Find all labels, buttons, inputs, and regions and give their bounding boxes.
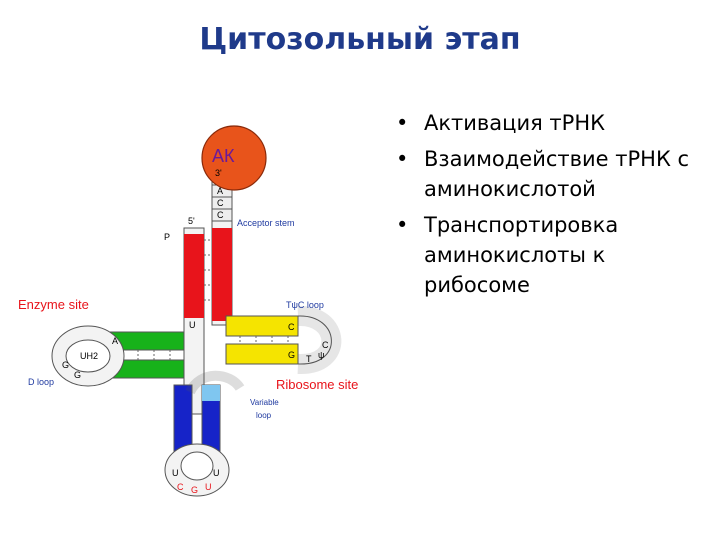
d-loop-label: D loop: [28, 377, 54, 387]
variable-loop-label: loop: [256, 411, 272, 420]
anticodon-base: U: [205, 482, 212, 492]
trna-diagram: АК 3' A C C 5' P Acceptor stem U C G T ψ…: [18, 125, 358, 497]
amino-acid-label: АК: [212, 146, 235, 166]
trna-body: [51, 174, 342, 497]
t-arm-top: [225, 315, 299, 337]
acceptor-cell: [211, 208, 233, 222]
base-letter: C: [217, 210, 224, 220]
ribosome-site-label: Ribosome site: [276, 377, 358, 392]
bullet-item: Активация тРНК: [388, 108, 708, 138]
d-arm-pairing: [121, 350, 171, 360]
base-letter: U: [189, 320, 196, 330]
base-letter: C: [288, 322, 295, 332]
three-prime-label: 3': [215, 168, 222, 178]
variable-region: [202, 385, 220, 401]
acceptor-pairing: [204, 239, 212, 301]
base-letter: C: [322, 340, 329, 350]
anticodon-base: G: [191, 485, 198, 495]
five-prime-label: 5': [188, 216, 195, 226]
acceptor-stem-label: Acceptor stem: [237, 218, 295, 228]
base-letter: U: [172, 468, 179, 478]
uh2-label: UH2: [80, 351, 98, 361]
anticodon-base: C: [177, 482, 184, 492]
bullet-item: Транспортировка аминокислоты к рибосоме: [388, 210, 708, 300]
bullet-list: Активация тРНК Взаимодействие тРНК с ами…: [388, 108, 708, 306]
bullet-item: Взаимодействие тРНК с аминокислотой: [388, 144, 708, 204]
acceptor-5-strand-red: [184, 234, 204, 318]
base-letter: A: [217, 186, 223, 196]
amino-acid-circle: [201, 125, 267, 191]
base-letter: T: [306, 354, 312, 364]
variable-loop-label: Variable: [250, 398, 279, 407]
t-loop-label: TψC loop: [286, 300, 324, 310]
slide-title: Цитозольный этап: [199, 22, 521, 57]
variable-loop: [185, 370, 245, 395]
base-letter: G: [74, 370, 81, 380]
base-letter: G: [288, 350, 295, 360]
base-letter: G: [62, 360, 69, 370]
d-loop-inner: [65, 339, 111, 373]
enzyme-site-label: Enzyme site: [18, 297, 89, 312]
t-arm-bottom: [225, 343, 299, 365]
base-letter: A: [112, 336, 118, 346]
base-letter: U: [213, 468, 220, 478]
base-letter: ψ: [318, 350, 324, 360]
base-letter: C: [217, 198, 224, 208]
anticodon-loop-inner: [180, 451, 214, 481]
t-arm-pairing: [239, 336, 289, 344]
phosphate-label: P: [164, 232, 170, 242]
t-loop-outline: [297, 315, 332, 365]
acceptor-3-strand-red: [212, 228, 232, 321]
